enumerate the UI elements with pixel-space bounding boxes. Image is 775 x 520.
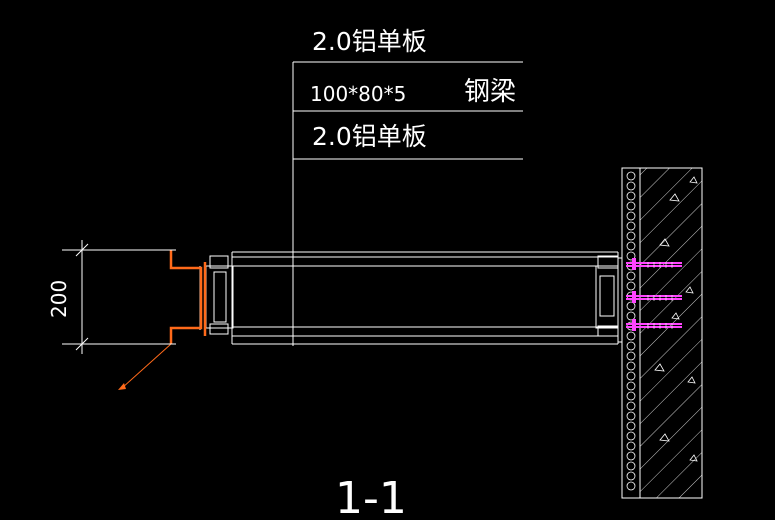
callout-bottom-label: 2.0铝单板 [312,122,427,151]
bolt-threads [647,262,673,329]
steel-beam [231,251,619,345]
concrete-wall [621,167,703,499]
dimension-200 [62,240,176,354]
aggregate-marks [654,176,698,462]
bolt-heads [632,258,636,331]
beam-size-label: 100*80*5 [310,82,406,106]
beam-name-label: 钢梁 [464,77,516,107]
panel-leader [118,343,172,390]
dimension-label: 200 [47,280,71,318]
callout-top-label: 2.0铝单板 [312,27,427,56]
wall-bracket [595,255,623,343]
aluminum-panel [169,250,207,344]
callout-leader [292,61,523,346]
section-title: 1-1 [335,473,407,520]
